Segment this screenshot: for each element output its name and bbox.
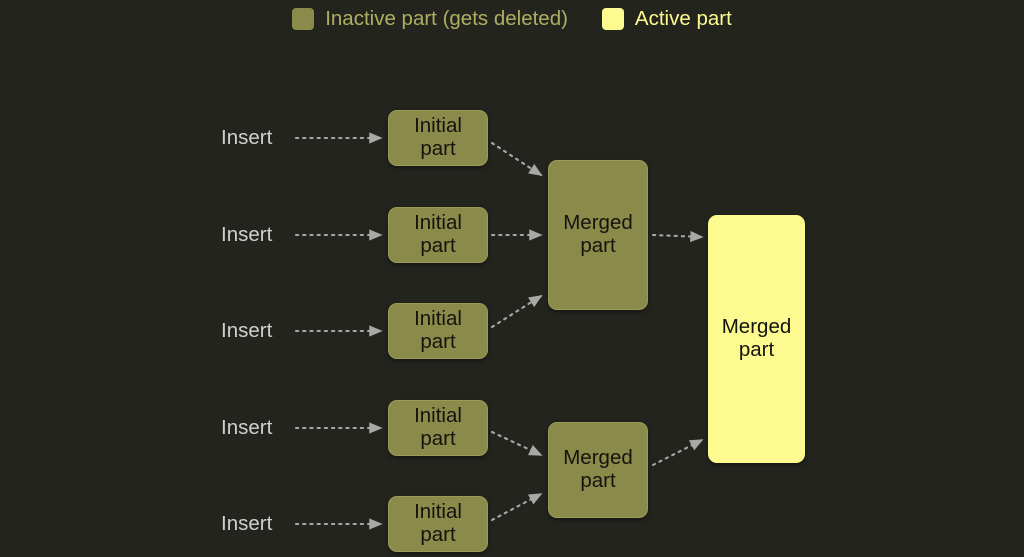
active-swatch-icon [601, 8, 624, 30]
insert-label-1: Insert [221, 126, 273, 149]
initial-part-2-line2: part [420, 234, 456, 257]
initial-part-3-line2: part [420, 330, 456, 353]
merged-part-2-line2: part [580, 469, 616, 492]
legend: Inactive part (gets deleted) Active part [0, 8, 1024, 30]
merged-part-1-line2: part [580, 234, 616, 257]
legend-label-active: Active part [634, 6, 732, 30]
initial-part-box-1[interactable]: Initial part [388, 110, 488, 166]
merged-part-box-1[interactable]: Merged part [548, 160, 648, 310]
arrow-initial4-to-merged2 [490, 430, 543, 457]
arrow-merged1-to-final [651, 230, 704, 243]
initial-part-3-line1: Initial [414, 307, 462, 331]
initial-part-4-line2: part [420, 427, 456, 450]
initial-part-box-5[interactable]: Initial part [388, 496, 488, 552]
active-merged-part-line2: part [738, 338, 775, 361]
insert-label-2: Insert [221, 223, 273, 246]
merged-part-1-line1: Merged [563, 211, 633, 235]
initial-part-1-line1: Initial [414, 114, 462, 138]
initial-part-5-line2: part [420, 523, 456, 546]
legend-item-active: Active part [601, 6, 732, 30]
initial-part-box-3[interactable]: Initial part [388, 303, 488, 359]
insert-label-4: Insert [221, 416, 273, 439]
inactive-swatch-icon [292, 8, 315, 30]
initial-part-5-line1: Initial [414, 500, 462, 524]
arrow-initial5-to-merged2 [490, 492, 543, 522]
arrow-initial3-to-merged1 [490, 294, 543, 329]
merged-part-box-2[interactable]: Merged part [548, 422, 648, 518]
insert-label-5: Insert [221, 512, 273, 535]
initial-part-box-4[interactable]: Initial part [388, 400, 488, 456]
active-merged-part-line1: Merged [721, 315, 792, 339]
legend-label-inactive: Inactive part (gets deleted) [325, 6, 568, 30]
initial-part-4-line1: Initial [414, 404, 462, 428]
arrow-initial1-to-merged1 [490, 141, 543, 177]
arrow-merged2-to-final [651, 438, 704, 467]
active-merged-part-box[interactable]: Merged part [708, 215, 805, 463]
initial-part-box-2[interactable]: Initial part [388, 207, 488, 263]
initial-part-2-line1: Initial [414, 211, 462, 235]
merged-part-2-line1: Merged [563, 446, 633, 470]
initial-part-1-line2: part [420, 137, 456, 160]
legend-item-inactive: Inactive part (gets deleted) [292, 8, 568, 30]
insert-label-3: Insert [221, 319, 273, 342]
